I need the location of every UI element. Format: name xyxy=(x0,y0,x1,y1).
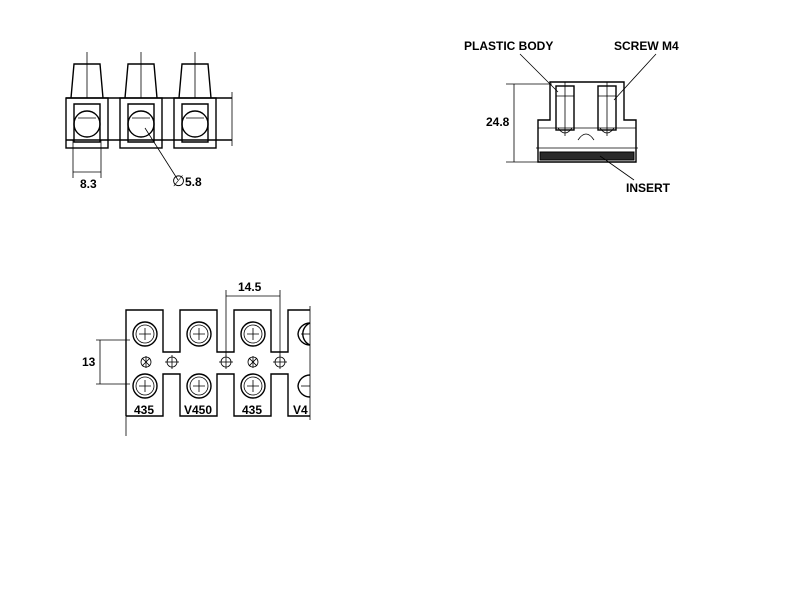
front-terminal-2 xyxy=(119,52,163,149)
top-strip-lower-outline xyxy=(126,373,310,417)
front-pitch-label: 8.3 xyxy=(80,177,97,191)
row-label: 13 xyxy=(82,355,96,369)
screw-leader xyxy=(613,53,657,101)
front-hole-label: 5.8 xyxy=(185,175,202,189)
mount-hole-2 xyxy=(165,355,179,369)
insert-bar xyxy=(539,151,635,161)
screw-head-2b xyxy=(186,373,212,399)
insert-leader xyxy=(599,155,635,181)
screw-head-4b xyxy=(297,374,311,398)
diameter-leader xyxy=(144,127,179,181)
screw-head-1b xyxy=(132,373,158,399)
plastic-body-label: PLASTIC BODY xyxy=(464,39,553,53)
marking-3: 435 xyxy=(242,403,262,417)
screw-head-4a xyxy=(297,322,311,346)
screw-head-2a xyxy=(186,321,212,347)
mount-hole-4 xyxy=(247,356,259,368)
screw-head-3b xyxy=(240,373,266,399)
front-view: 8.3 ∅ 5.8 xyxy=(65,52,233,191)
front-terminal-1 xyxy=(65,52,109,149)
screw-head-3a xyxy=(240,321,266,347)
diameter-symbol: ∅ xyxy=(172,173,185,190)
screw-right xyxy=(597,82,617,136)
marking-1: 435 xyxy=(134,403,154,417)
mount-hole-5 xyxy=(273,355,287,369)
mount-hole-3 xyxy=(219,355,233,369)
height-label: 24.8 xyxy=(486,115,510,129)
screw-left xyxy=(555,82,575,136)
front-terminal-3 xyxy=(173,52,217,149)
plastic-body-leader xyxy=(519,53,559,93)
wire-cavity xyxy=(577,133,595,141)
screw-head-1a xyxy=(132,321,158,347)
top-pitch-label: 14.5 xyxy=(238,280,262,294)
marking-4: V4 xyxy=(293,403,308,417)
side-view: 24.8 PLASTIC BODY SCREW M4 INSERT xyxy=(464,39,679,195)
screw-label: SCREW M4 xyxy=(614,39,679,53)
mount-hole-1 xyxy=(140,356,152,368)
marking-2: V450 xyxy=(184,403,212,417)
top-strip-upper-outline xyxy=(125,309,310,416)
plastic-body-outline xyxy=(537,81,637,163)
insert-label: INSERT xyxy=(626,181,671,195)
top-view: 14.5 13 435 V450 435 V4 xyxy=(82,280,311,436)
